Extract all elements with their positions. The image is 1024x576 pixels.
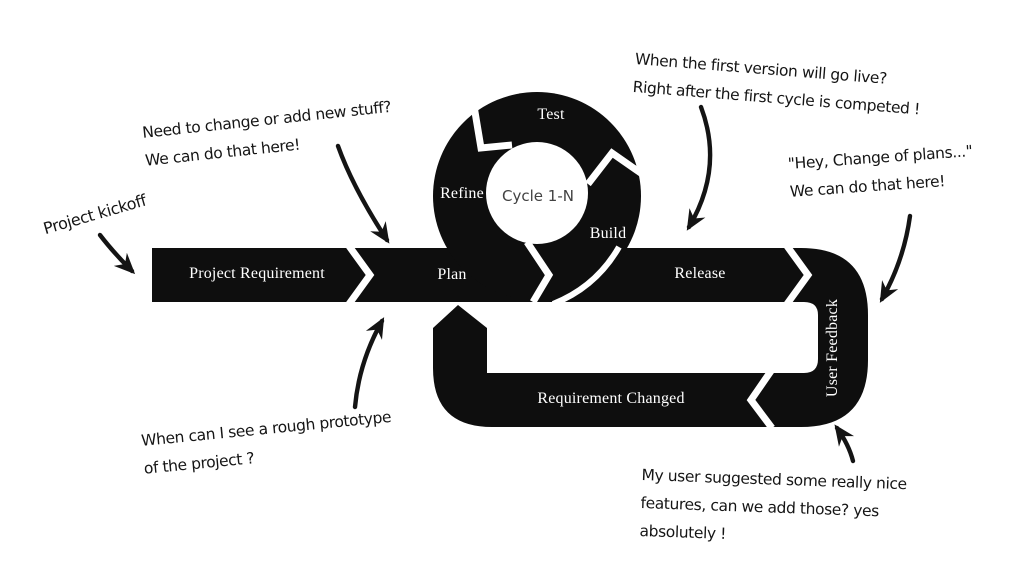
arrow-change-plans [879,213,913,303]
chevron-plan [524,240,554,304]
chevron-project-requirement [346,243,375,307]
cycle-step-build: Build [589,225,627,242]
chevron-release [784,243,813,307]
cycle-step-test: Test [537,106,565,123]
ring-chevron-test-refine [470,105,513,152]
segment-label-project-requirement: Project Requirement [189,265,325,282]
arrow-user-suggested [834,424,856,464]
chevron-requirement-changed [746,369,775,431]
arrow-need-change [335,143,390,244]
arrow-project-kickoff [97,232,136,275]
arrow-prototype [352,317,385,410]
flow-band-shape [152,248,868,427]
segment-label-user-feedback: User Feedback [824,298,841,398]
cycle-center-label: Cycle 1-N [502,187,574,205]
cycle-step-refine: Refine [440,185,484,202]
segment-label-release: Release [674,265,726,282]
cycle-ring-inner [486,142,588,244]
segment-label-plan: Plan [437,266,467,283]
ring-band-crossing-line [551,245,622,307]
annotation-user-suggested: My user suggested some really nice featu… [639,462,907,555]
ring-chevron-build-test [585,148,648,187]
arrow-go-live [686,104,713,231]
segment-label-requirement-changed: Requirement Changed [537,390,685,407]
